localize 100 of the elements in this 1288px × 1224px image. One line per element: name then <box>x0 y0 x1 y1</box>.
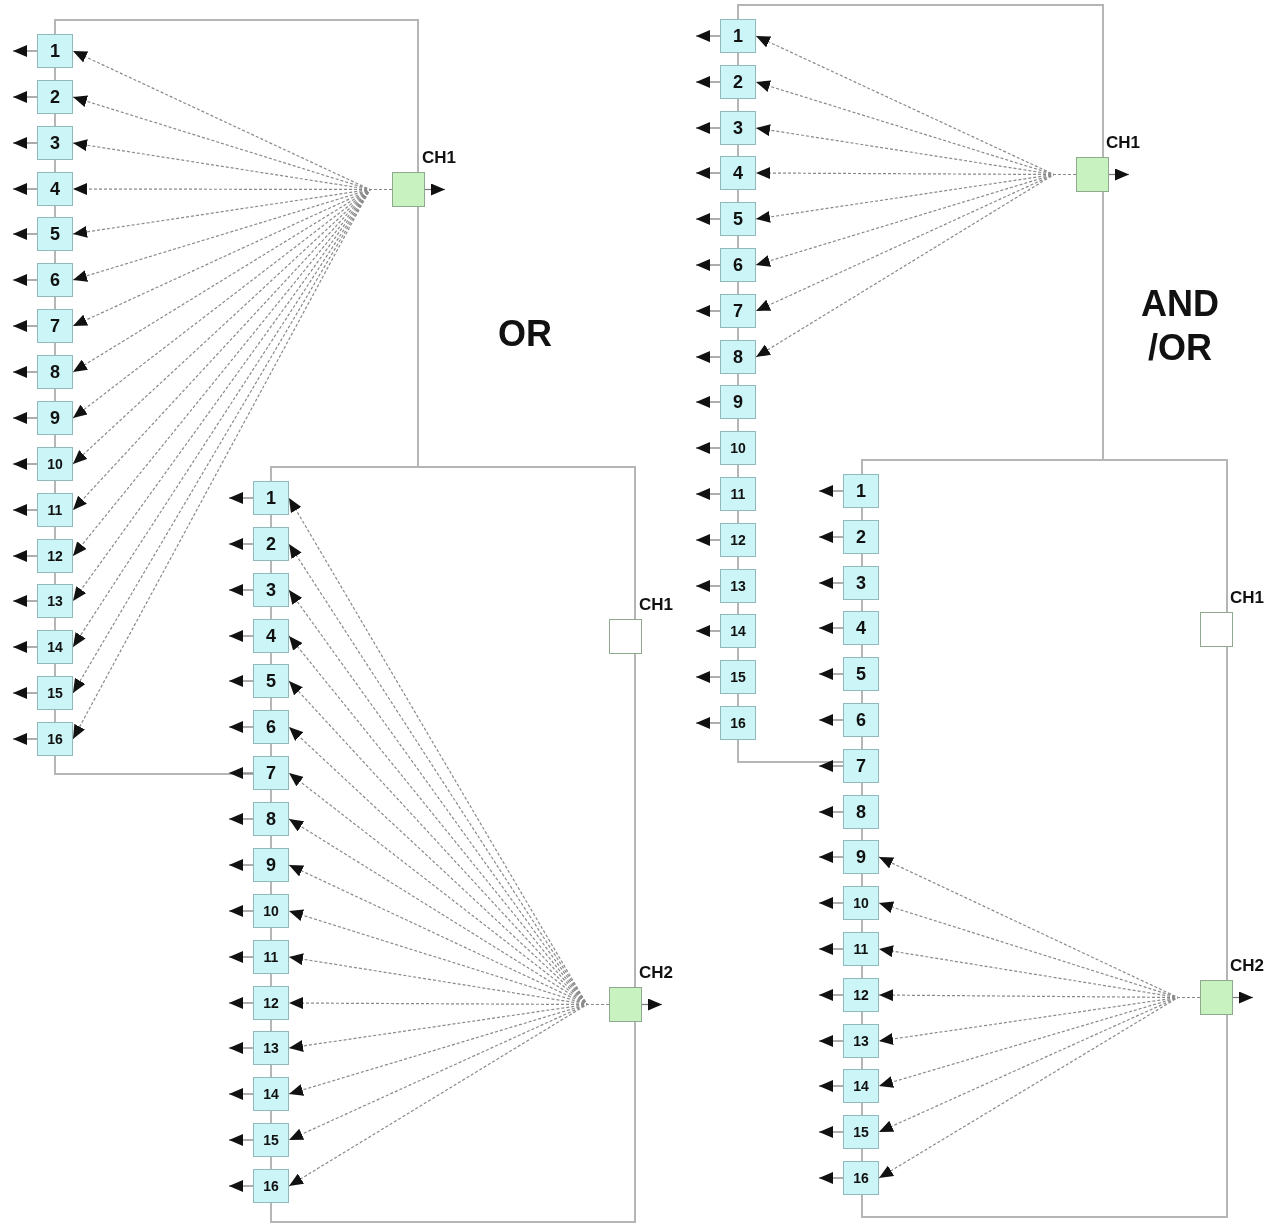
port-box: 5 <box>843 657 879 691</box>
port-box: 10 <box>253 894 289 928</box>
arrow <box>228 997 254 1009</box>
arrow <box>12 595 38 607</box>
port-box: 16 <box>720 706 756 740</box>
port-box: 4 <box>843 611 879 645</box>
arrow <box>695 442 721 454</box>
arrow <box>695 396 721 408</box>
port-box: 8 <box>843 795 879 829</box>
channel-label: CH1 <box>1106 133 1140 153</box>
port-box: 1 <box>37 34 73 68</box>
port-box: 12 <box>720 523 756 557</box>
arrow <box>12 91 38 103</box>
port-box: 8 <box>720 340 756 374</box>
arrow <box>818 806 844 818</box>
port-box: 1 <box>843 474 879 508</box>
arrow <box>12 366 38 378</box>
arrow <box>228 1180 254 1192</box>
mode-label: AND /OR <box>1140 282 1220 370</box>
port-box: 6 <box>720 248 756 282</box>
port-box: 4 <box>720 156 756 190</box>
arrow <box>818 897 844 909</box>
arrow <box>641 998 663 1011</box>
arrow <box>695 259 721 271</box>
port-box: 1 <box>720 19 756 53</box>
arrow <box>12 274 38 286</box>
channel-label: CH1 <box>1230 588 1264 608</box>
arrow <box>228 584 254 596</box>
arrow <box>12 641 38 653</box>
port-box: 13 <box>720 569 756 603</box>
port-box: 16 <box>253 1169 289 1203</box>
arrow <box>12 183 38 195</box>
arrow <box>228 951 254 963</box>
port-box: 14 <box>843 1069 879 1103</box>
arrow <box>818 622 844 634</box>
arrow <box>228 538 254 550</box>
arrow <box>695 625 721 637</box>
port-box: 6 <box>37 263 73 297</box>
arrow <box>228 905 254 917</box>
channel-label: CH1 <box>422 148 456 168</box>
arrow <box>695 671 721 683</box>
port-box: 3 <box>720 111 756 145</box>
port-box: 7 <box>843 749 879 783</box>
arrow <box>695 76 721 88</box>
arrow <box>228 1134 254 1146</box>
port-box: 1 <box>253 481 289 515</box>
arrow <box>818 760 844 772</box>
arrow <box>818 1172 844 1184</box>
arrow <box>818 851 844 863</box>
port-box: 3 <box>253 573 289 607</box>
arrow <box>228 630 254 642</box>
port-box: 15 <box>720 660 756 694</box>
arrow <box>12 458 38 470</box>
channel-label: CH1 <box>639 595 673 615</box>
arrow <box>695 488 721 500</box>
arrow <box>12 228 38 240</box>
arrow <box>818 1035 844 1047</box>
arrow <box>228 492 254 504</box>
arrow <box>228 1088 254 1100</box>
channel-label: CH2 <box>1230 956 1264 976</box>
port-box: 9 <box>253 848 289 882</box>
arrow <box>12 412 38 424</box>
port-box: 12 <box>253 986 289 1020</box>
arrow <box>228 1042 254 1054</box>
arrow <box>228 813 254 825</box>
arrow <box>228 675 254 687</box>
arrow <box>12 733 38 745</box>
port-box: 2 <box>253 527 289 561</box>
port-box: 16 <box>843 1161 879 1195</box>
port-box: 9 <box>37 401 73 435</box>
arrow <box>818 485 844 497</box>
port-box: 10 <box>843 886 879 920</box>
port-box: 14 <box>720 614 756 648</box>
arrow <box>1108 168 1130 181</box>
arrow <box>424 183 446 196</box>
arrow <box>228 767 254 779</box>
arrow <box>695 167 721 179</box>
port-box: 8 <box>37 355 73 389</box>
arrow <box>695 122 721 134</box>
port-box: 6 <box>253 710 289 744</box>
port-box: 11 <box>843 932 879 966</box>
port-box: 11 <box>253 940 289 974</box>
port-box: 9 <box>720 385 756 419</box>
port-box: 7 <box>253 756 289 790</box>
port-box: 5 <box>720 202 756 236</box>
port-box: 11 <box>720 477 756 511</box>
port-box: 15 <box>253 1123 289 1157</box>
arrow <box>12 504 38 516</box>
port-box: 2 <box>720 65 756 99</box>
port-box: 15 <box>843 1115 879 1149</box>
arrow <box>818 943 844 955</box>
arrow <box>12 320 38 332</box>
port-box: 13 <box>843 1024 879 1058</box>
arrow <box>695 351 721 363</box>
arrow <box>12 137 38 149</box>
arrow <box>695 580 721 592</box>
arrow <box>695 305 721 317</box>
arrow <box>228 859 254 871</box>
port-box: 10 <box>37 447 73 481</box>
arrow <box>818 1080 844 1092</box>
